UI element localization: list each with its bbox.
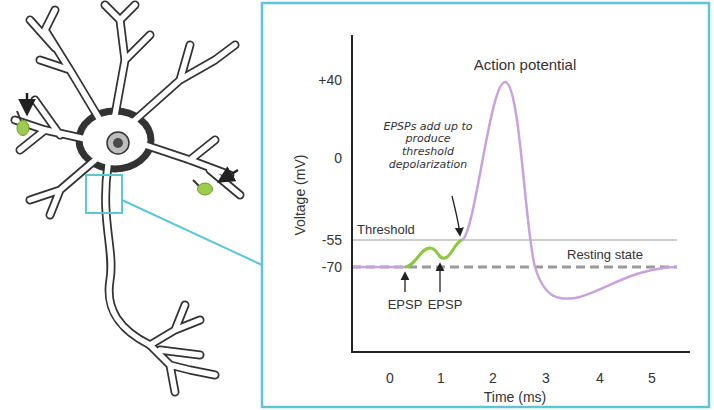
zoom-line <box>122 200 262 265</box>
tick-label: 0 <box>334 150 342 166</box>
tick-label: -70 <box>322 259 342 275</box>
voltage-trace <box>352 266 405 269</box>
epsp-label: EPSP <box>428 298 463 313</box>
action-potential-trace <box>462 82 677 299</box>
y-axis <box>351 35 353 353</box>
zoom-panel <box>262 3 709 407</box>
synapse <box>17 93 29 136</box>
tick-label: +40 <box>318 72 342 88</box>
neuron-outline <box>15 5 240 392</box>
tick-label: 5 <box>648 370 656 386</box>
zoom-square <box>86 175 122 213</box>
neuron-fill <box>15 5 240 392</box>
tick-label: 4 <box>596 370 604 386</box>
axis-title: Time (ms) <box>484 389 546 405</box>
epsp-label: EPSP <box>388 298 423 313</box>
nucleus <box>107 132 129 154</box>
neuron-drawing <box>15 5 240 392</box>
nucleolus <box>113 138 123 148</box>
epsp-trace <box>405 240 462 267</box>
note-arrow <box>452 196 460 235</box>
tick-label: 3 <box>542 370 550 386</box>
resting-line <box>352 266 677 269</box>
x-axis <box>351 351 690 353</box>
resting-label: Resting state <box>567 248 643 263</box>
tick-label: 1 <box>437 370 445 386</box>
annotation-note: EPSPs add up to produce threshold depola… <box>382 121 474 172</box>
tick-label: 0 <box>386 370 394 386</box>
curve-title: Action potential <box>474 56 577 73</box>
tick-label: 2 <box>489 370 497 386</box>
synapse <box>193 170 238 195</box>
chart <box>351 35 690 353</box>
axis-title: Voltage (mV) <box>292 155 308 236</box>
tick-label: -55 <box>322 232 342 248</box>
threshold-line <box>352 240 677 241</box>
epsp-arrow <box>439 264 440 292</box>
epsp-arrow <box>404 273 405 292</box>
threshold-label: Threshold <box>357 223 415 238</box>
